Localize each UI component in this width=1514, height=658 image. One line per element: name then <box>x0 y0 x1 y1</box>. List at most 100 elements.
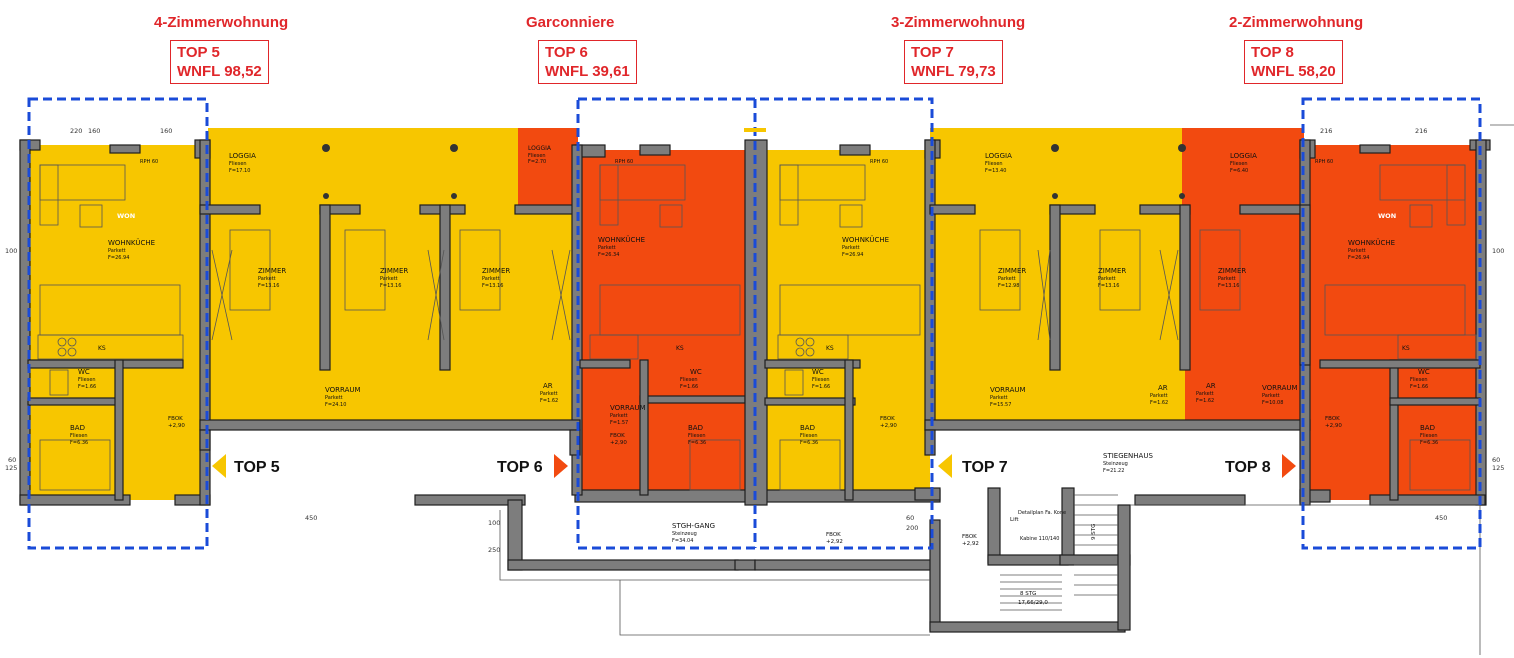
t7-bad-area: F=6.36 <box>800 440 818 446</box>
svg-text:RPH 60: RPH 60 <box>140 159 158 165</box>
entry-label-top8: TOP 8 <box>1225 459 1271 476</box>
header-top8-title: 2-Zimmerwohnung <box>1229 14 1364 31</box>
svg-text:60: 60 <box>1492 456 1500 464</box>
fill-top5-zimmer <box>200 205 580 365</box>
dimensions: 220 160 160 216 216 100 100 60 125 60 12… <box>5 127 1504 554</box>
t7-wohn-area: F=26.94 <box>842 252 863 258</box>
t8-ks: KS <box>1402 345 1410 352</box>
t5-z3-area: F=13.16 <box>482 283 503 289</box>
t5-vorraum-sub: Parkett <box>325 395 343 401</box>
t5-bad-area: F=6.36 <box>70 440 88 446</box>
t5-ar-sub: Parkett <box>540 391 558 397</box>
t8-wohn-sub: Parkett <box>1348 248 1366 254</box>
svg-text:216: 216 <box>1415 127 1427 135</box>
t7-vorraum-sub: Parkett <box>990 395 1008 401</box>
t7-wc-name: WC <box>812 368 824 376</box>
t6-bad-sub: Fliesen <box>688 433 706 439</box>
svg-text:160: 160 <box>88 127 100 135</box>
t5-vorraum-name: VORRAUM <box>325 386 361 394</box>
top6-arrow <box>554 454 568 478</box>
t5-wc-sub: Fliesen <box>78 377 96 383</box>
t6-loggia-sub: Fliesen <box>528 153 546 159</box>
t6-bad-area: F=6.36 <box>688 440 706 446</box>
fill-top6-loggia <box>518 128 578 206</box>
t5-wohn-name: WOHNKÜCHE <box>108 238 155 247</box>
t8-ar-area: F=1.62 <box>1196 398 1214 404</box>
t5-loggia-name: LOGGIA <box>229 152 256 160</box>
lift-name: Lift <box>1010 517 1019 523</box>
t8-z1-sub: Parkett <box>1218 276 1236 282</box>
t8-won: WON <box>1378 212 1396 220</box>
t6-bad-name: BAD <box>688 424 703 432</box>
t5-bad-name: BAD <box>70 424 85 432</box>
t7-vorraum-name: VORRAUM <box>990 386 1026 394</box>
t5-z1-name: ZIMMER <box>258 267 286 275</box>
t7-z1-name: ZIMMER <box>998 267 1026 275</box>
header-top5-box: TOP 5 WNFL 98,52 <box>170 40 269 84</box>
t7-z2-name: ZIMMER <box>1098 267 1126 275</box>
svg-text:220: 220 <box>70 127 82 135</box>
svg-text:125: 125 <box>1492 464 1504 472</box>
fill-top5-vorraum <box>200 360 575 430</box>
top7-arrow <box>938 454 952 478</box>
t8-vorraum-name: VORRAUM <box>1262 384 1298 392</box>
header-top6-box: TOP 6 WNFL 39,61 <box>538 40 637 84</box>
header-top8-wnfl: WNFL 58,20 <box>1251 63 1336 80</box>
svg-text:RPH 60: RPH 60 <box>870 159 888 165</box>
t7-ks: KS <box>826 345 834 352</box>
t7-bad-sub: Fliesen <box>800 433 818 439</box>
stgh-gang-sub: Steinzeug <box>672 531 697 537</box>
t5-z3-sub: Parkett <box>482 276 500 282</box>
t6-wc-area: F=1.66 <box>680 384 698 390</box>
t8-loggia-sub: Fliesen <box>1230 161 1248 167</box>
t5-z1-sub: Parkett <box>258 276 276 282</box>
svg-text:+2,92: +2,92 <box>962 541 979 547</box>
t6-wohn-name: WOHNKÜCHE <box>598 235 645 244</box>
t7-wohn-name: WOHNKÜCHE <box>842 235 889 244</box>
fill-top6-main <box>580 150 750 495</box>
t7-ar-sub: Parkett <box>1150 393 1168 399</box>
t5-vorraum-area: F=24.10 <box>325 402 346 408</box>
stgh-gang-area: F=34.04 <box>672 538 693 544</box>
t5-z3-name: ZIMMER <box>482 267 510 275</box>
svg-text:216: 216 <box>1320 127 1332 135</box>
t7-z2-area: F=13.16 <box>1098 283 1119 289</box>
t6-vorraum-sub: Parkett <box>610 413 628 419</box>
t7-fbok: FBOK <box>880 416 895 422</box>
svg-text:RPH 60: RPH 60 <box>615 159 633 165</box>
t5-z2-area: F=13.16 <box>380 283 401 289</box>
t8-loggia-area: F=6.40 <box>1230 168 1248 174</box>
t7-wc-area: F=1.66 <box>812 384 830 390</box>
header-top7-box: TOP 7 WNFL 79,73 <box>904 40 1003 84</box>
t7-loggia-name: LOGGIA <box>985 152 1012 160</box>
svg-text:100: 100 <box>5 247 17 255</box>
fill-top5-loggia <box>208 128 518 206</box>
header-top6-title: Garconniere <box>526 14 615 31</box>
top8-arrow <box>1282 454 1296 478</box>
header-top5-wnfl: WNFL 98,52 <box>177 63 262 80</box>
t8-ar-sub: Parkett <box>1196 391 1214 397</box>
header-top7-wnfl: WNFL 79,73 <box>911 63 996 80</box>
t7-loggia-sub: Fliesen <box>985 161 1003 167</box>
svg-text:+2,90: +2,90 <box>610 440 627 446</box>
top5-arrow <box>212 454 226 478</box>
t5-wc-area: F=1.66 <box>78 384 96 390</box>
t6-wohn-sub: Parkett <box>598 245 616 251</box>
t7-z1-area: F=12.98 <box>998 283 1019 289</box>
t6-fbok: FBOK <box>610 433 625 439</box>
t7-wc-sub: Fliesen <box>812 377 830 383</box>
t8-bad-name: BAD <box>1420 424 1435 432</box>
svg-text:160: 160 <box>160 127 172 135</box>
fill-top8-zimmer <box>1185 205 1305 430</box>
t6-wc-sub: Fliesen <box>680 377 698 383</box>
t7-wohn-sub: Parkett <box>842 245 860 251</box>
svg-text:60: 60 <box>8 456 16 464</box>
svg-text:100: 100 <box>488 519 500 527</box>
header-top8-box: TOP 8 WNFL 58,20 <box>1244 40 1343 84</box>
t5-wc-name: WC <box>78 368 90 376</box>
t5-loggia-sub: Fliesen <box>229 161 247 167</box>
stiegenhaus-area: F=21.22 <box>1103 468 1124 474</box>
lift-area: Kabine 110/140 <box>1020 536 1059 542</box>
t5-won: WON <box>117 212 135 220</box>
t7-ar-area: F=1.62 <box>1150 400 1168 406</box>
